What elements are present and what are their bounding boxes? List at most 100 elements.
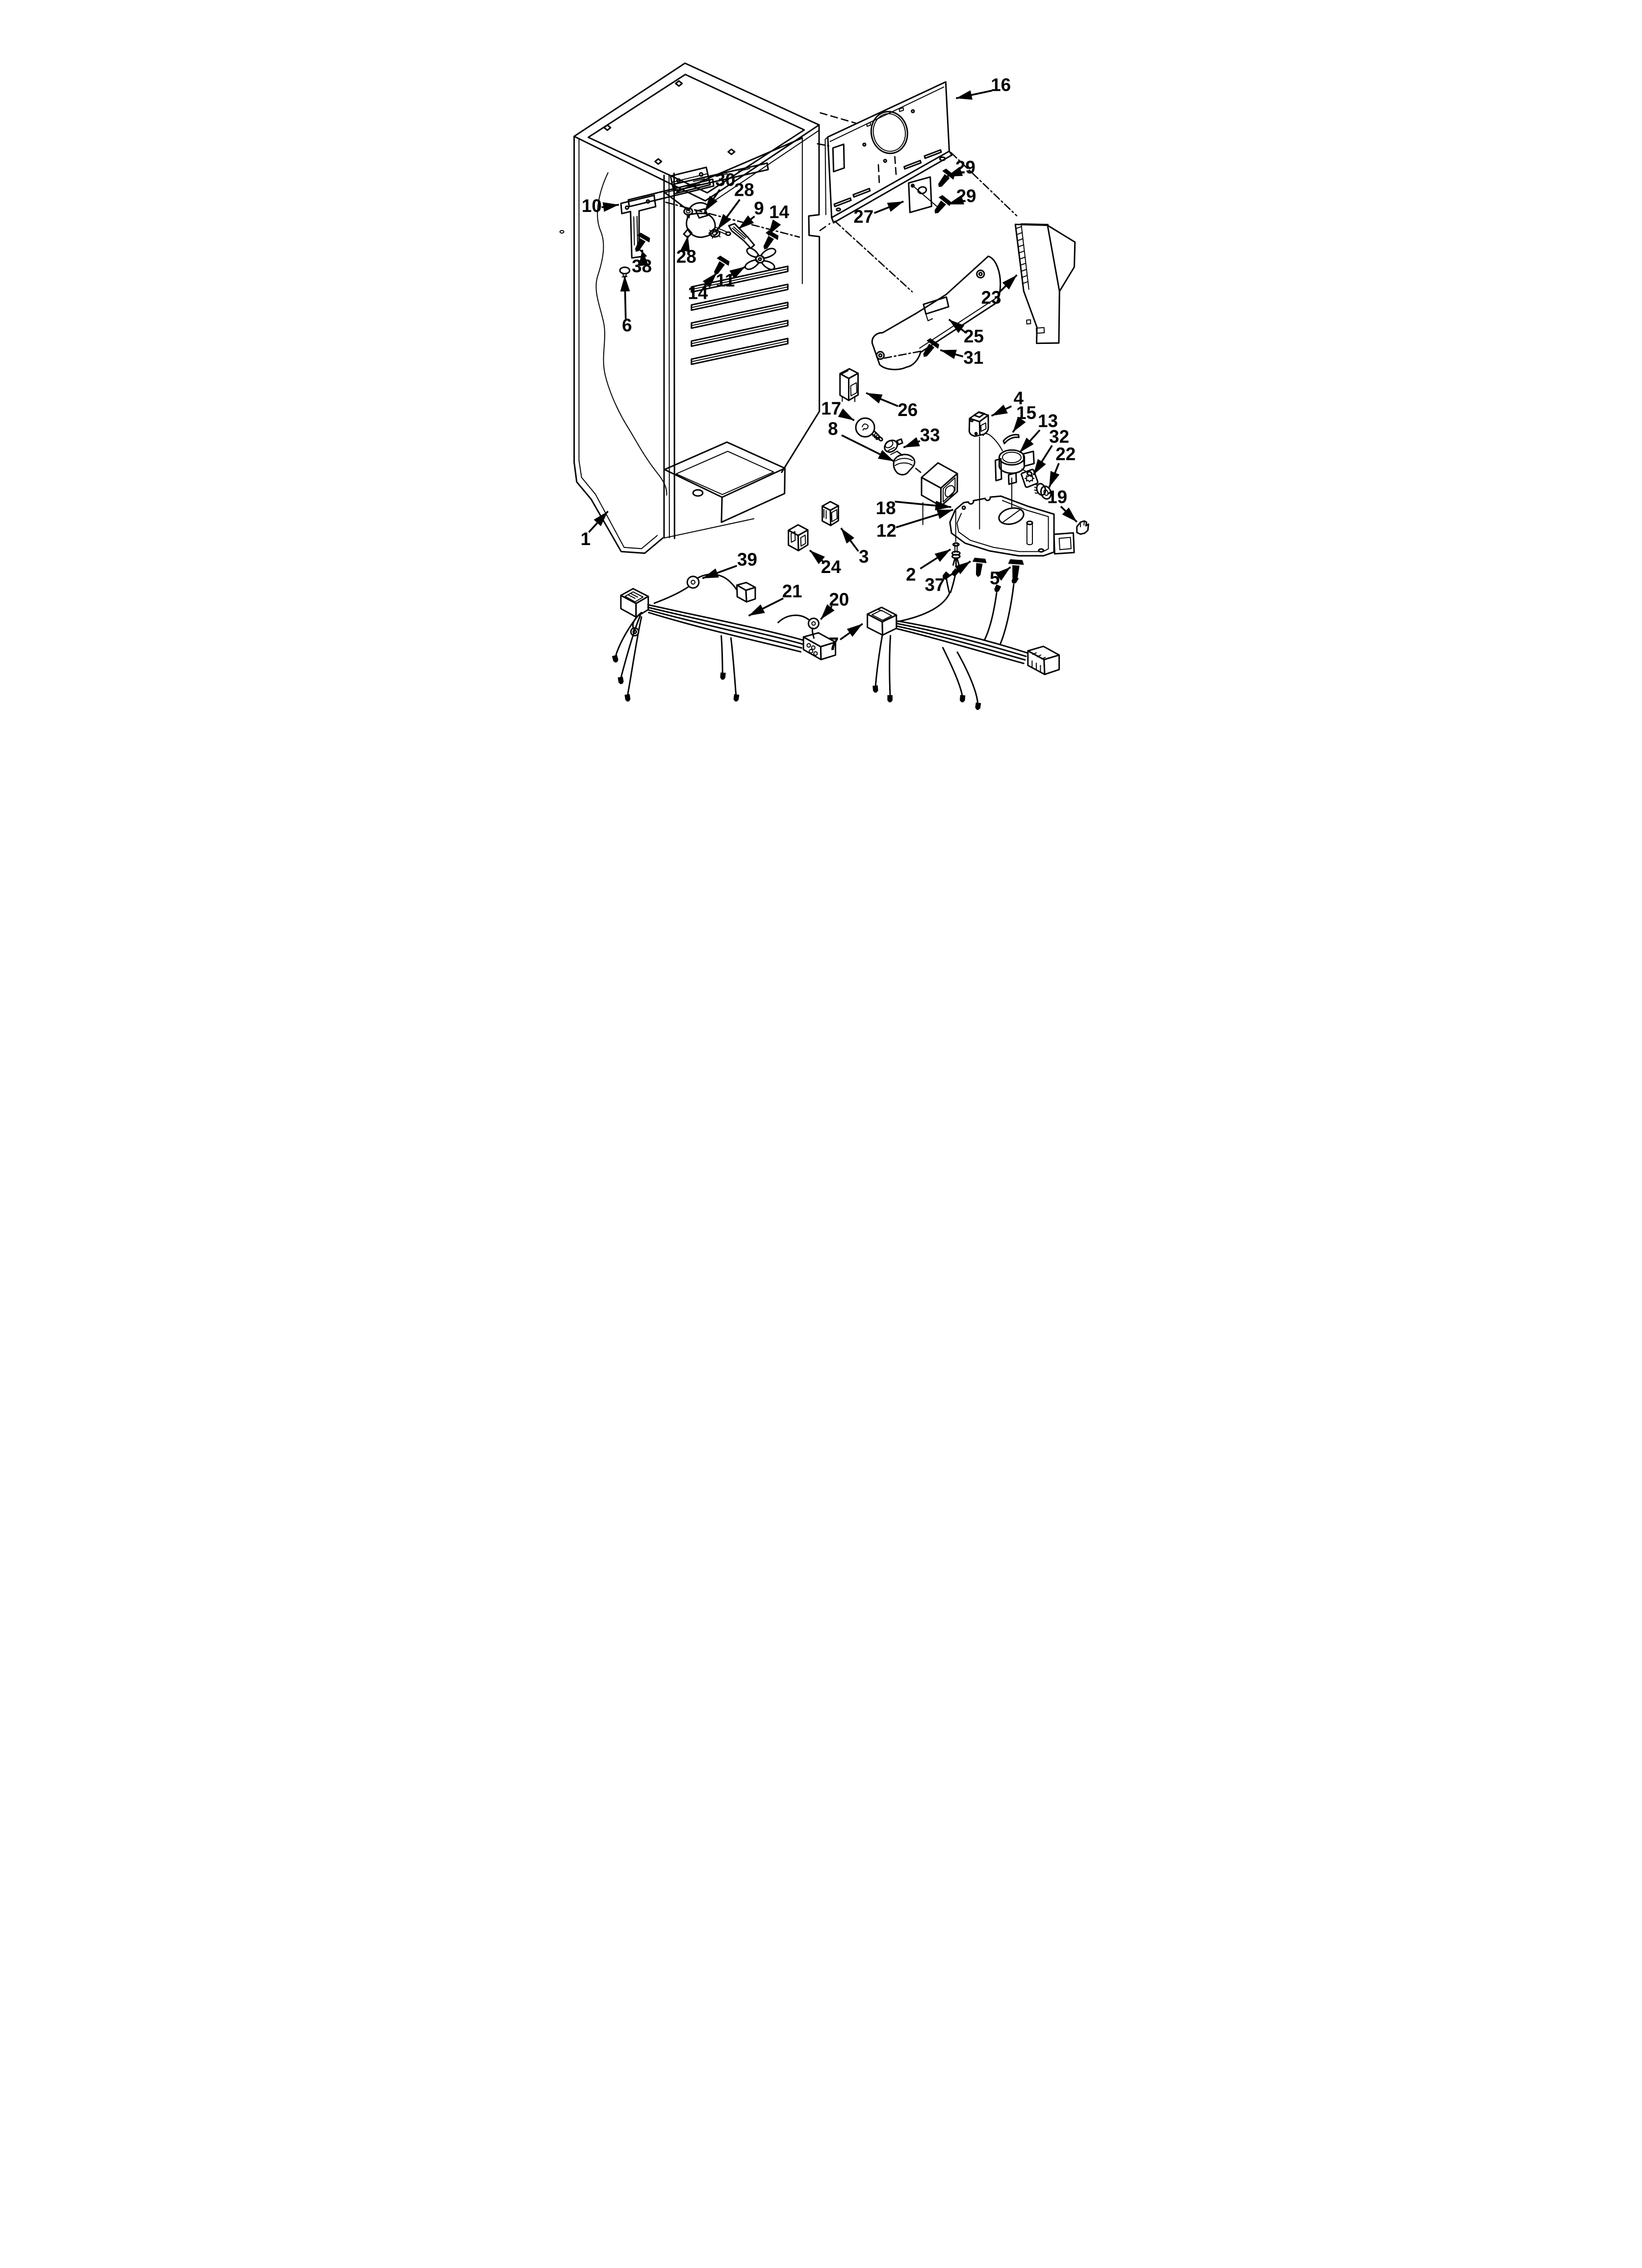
part-2-label: 2 (906, 564, 916, 584)
bulb-socket (884, 438, 903, 455)
part-31-arrow (940, 349, 964, 359)
fan-motor-assembly (619, 162, 800, 279)
part-8-label: 8 (828, 418, 838, 439)
part-1-label: 1 (581, 529, 590, 549)
harness-connector (620, 588, 649, 618)
part-6-label: 6 (622, 315, 632, 335)
relay-26 (839, 368, 859, 402)
access-plate-27 (908, 176, 938, 213)
air-duct-tower (1014, 223, 1076, 344)
control-knob-22 (1034, 483, 1052, 500)
evaporator-cover-panel (817, 81, 1018, 292)
part-10-label: 10 (582, 196, 602, 216)
part-11-label: 11 (716, 270, 735, 290)
part-32-arrow (1032, 445, 1053, 475)
part-37-label: 37 (924, 574, 945, 595)
push-pin-2 (951, 542, 961, 567)
part-9-label: 9 (754, 198, 764, 218)
part-32-label: 32 (1049, 427, 1069, 447)
part-39-arrow (702, 565, 738, 579)
part-38-label: 38 (632, 256, 652, 276)
part-12-label: 12 (876, 521, 897, 541)
part-25-arrow (948, 318, 966, 333)
part-28-label: 28 (734, 180, 754, 200)
part-17-label: 17 (821, 398, 841, 418)
part-29-label: 29 (956, 186, 976, 206)
part-14-arrow (702, 272, 718, 288)
part-5-label: 5 (990, 568, 1000, 588)
part-15-arrow (1012, 417, 1026, 433)
part-20-label: 20 (829, 590, 849, 610)
liner-cabinet (559, 62, 821, 554)
part-8-arrow (841, 434, 895, 462)
part-18-label: 18 (876, 498, 896, 518)
shelf-rails (691, 265, 789, 365)
part-30-label: 30 (715, 170, 735, 190)
part-9-arrow (738, 215, 755, 230)
part-25-label: 25 (964, 326, 984, 346)
part-6-arrow (620, 275, 630, 319)
part-28-arrow (680, 235, 690, 252)
mounting-clip-19 (1076, 520, 1089, 535)
part-14-arrow (768, 219, 781, 236)
part-24-arrow (809, 549, 825, 564)
diagram-artwork (559, 62, 1089, 710)
part-38-arrow (639, 250, 649, 266)
part-10-arrow (601, 202, 619, 212)
harness-connector-4pin (802, 632, 837, 660)
part-7-arrow (840, 623, 863, 641)
grommet-6 (619, 266, 631, 278)
fan-bracket-9 (728, 223, 755, 249)
star-washer-plate-32 (1021, 469, 1039, 488)
motor-washer-28 (709, 228, 721, 239)
part-26-label: 26 (898, 400, 918, 420)
wiring-harness-left (611, 574, 837, 702)
part-21-arrow (748, 597, 784, 617)
part-22-label: 22 (1055, 444, 1076, 464)
part-18-arrow (895, 500, 951, 511)
part-23-label: 23 (981, 287, 1001, 308)
crisper-area (664, 441, 786, 539)
part-14-label: 14 (769, 202, 789, 222)
spring-clip-15 (1002, 434, 1020, 444)
part-24-label: 24 (821, 557, 841, 577)
part-17-arrow (838, 408, 855, 421)
overload-device-4 (968, 411, 989, 437)
part-23-arrow (999, 274, 1018, 293)
harness-connector-main (867, 606, 898, 636)
part-15-label: 15 (1016, 403, 1036, 423)
part-12-arrow (896, 509, 953, 528)
part-30-arrow (704, 189, 721, 212)
part-29-arrow (947, 195, 964, 206)
part-13-label: 13 (1038, 411, 1058, 431)
fan-blade-11 (744, 247, 776, 270)
part-16-label: 16 (991, 75, 1011, 95)
part-33-arrow (903, 437, 921, 448)
part-27-arrow (873, 201, 904, 214)
harness-branch-connector (736, 581, 756, 603)
part-3-label: 3 (859, 547, 869, 567)
part-19-arrow (1060, 506, 1078, 523)
part-13-arrow (1019, 429, 1041, 453)
part-1-arrow (588, 510, 609, 533)
part-29-arrow (946, 166, 963, 178)
light-bulb (855, 417, 883, 442)
drain-tray (949, 495, 1075, 582)
part-21-label: 21 (782, 581, 802, 601)
part-3-arrow (840, 527, 859, 552)
harness-connector-far (1027, 646, 1060, 676)
part-29-label: 29 (955, 157, 975, 178)
wiring-harness-right (867, 567, 1060, 710)
part-2-arrow (920, 548, 951, 570)
part-4-label: 4 (1014, 388, 1024, 408)
part-19-label: 19 (1047, 487, 1067, 507)
exploded-parts-diagram: 1103028914382814116162929272325312617833… (551, 0, 1091, 745)
part-14-label: 14 (688, 283, 708, 303)
cover-box-24 (788, 524, 809, 551)
part-26-arrow (866, 392, 898, 407)
part-28-label: 28 (676, 246, 696, 266)
motor-grommet-28 (683, 208, 693, 219)
part-31-label: 31 (963, 348, 983, 368)
light-assembly (855, 417, 958, 507)
